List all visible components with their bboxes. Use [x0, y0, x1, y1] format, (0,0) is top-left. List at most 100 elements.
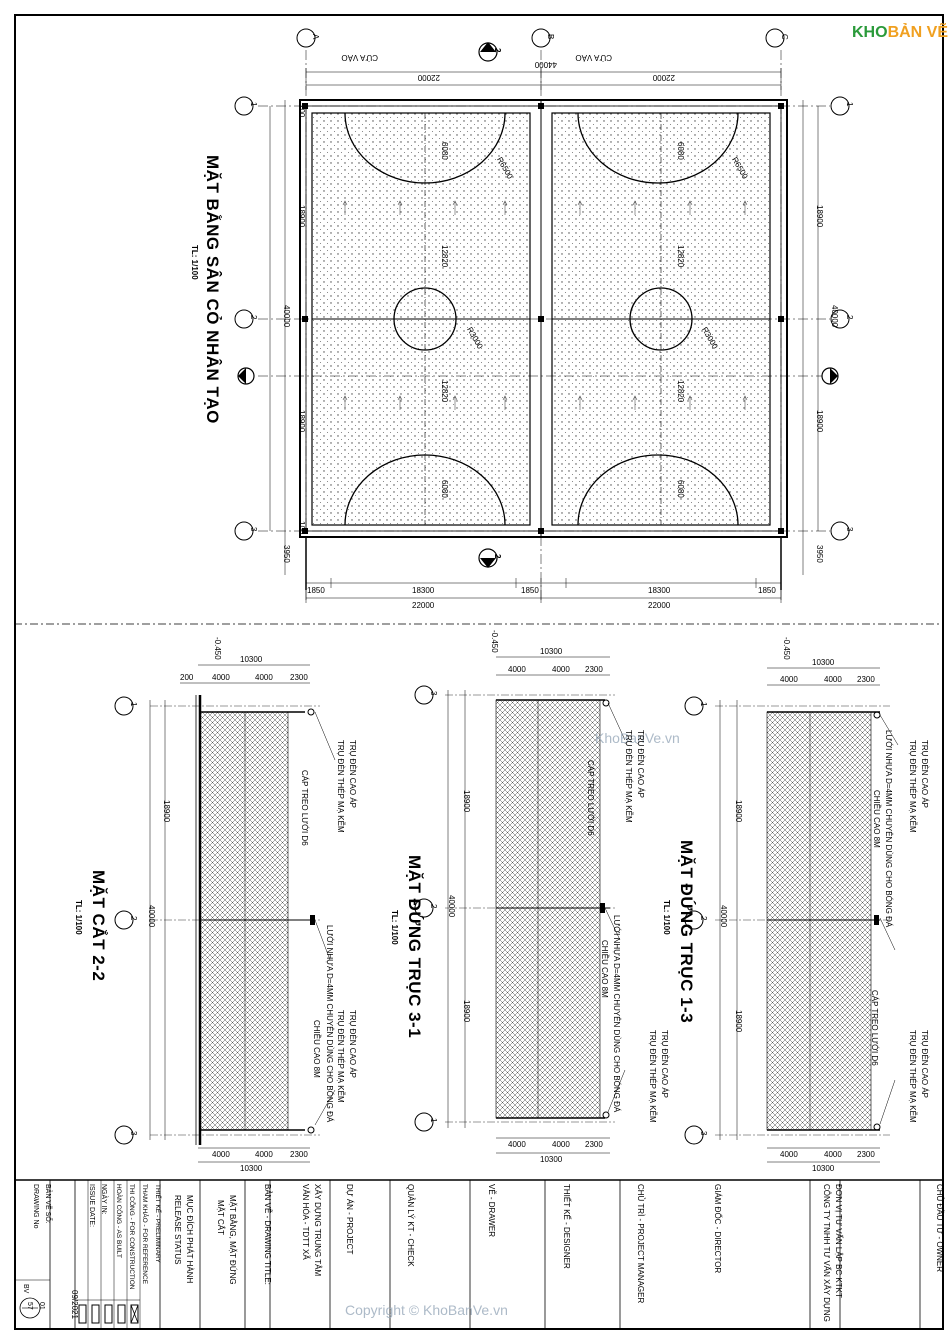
tb-designer: THIẾT KẾ - DESIGNER [562, 1184, 571, 1269]
field-dim-10: 6080 [440, 480, 449, 498]
dim-side-r6: 3950 [815, 545, 824, 563]
s31-note-net: LƯỚI NHỰA D=4MM CHUYÊN DÙNG CHO BÓNG ĐÁ [612, 915, 621, 1113]
dim-side-r4: 18900 [815, 410, 824, 433]
title-block-frame [14, 1179, 944, 1330]
axis-label-b: B [546, 34, 555, 40]
tb-status-2: RELEASE STATUS [173, 1195, 182, 1265]
watermark-mid: KhoBanVe.vn [595, 730, 680, 746]
s13-dim-7: 10300 [812, 1164, 835, 1173]
field-dim-5: 6080 [676, 142, 685, 160]
plan-scale: TL: 1/100 [190, 245, 199, 280]
s31-axis-2: 2 [429, 904, 438, 909]
section-markers [237, 42, 839, 568]
tb-status-ref: THAM KHẢO - FOR REFERENCE [141, 1184, 148, 1285]
logo-part-b: BẢN VẼ [887, 24, 949, 41]
tb-director: GIÁM ĐỐC - DIRECTOR [713, 1184, 722, 1274]
s22-axis-2: 2 [129, 916, 138, 921]
plan-title: MẶT BẰNG SÂN CỎ NHÂN TẠO [203, 155, 222, 424]
dim-bottom-6: 22000 [412, 601, 435, 610]
field-dim-6: 12820 [676, 245, 685, 268]
tb-dwg-label-2: DRAWING No [32, 1184, 39, 1229]
tb-drawing-title-label: BẢN VẼ - DRAWING TITLE: [263, 1184, 272, 1285]
tb-project-1: XÂY DỰNG TRUNG TÂM [313, 1184, 322, 1277]
dim-bottom-3: 1850 [521, 586, 539, 595]
section-mark-top: 2 [493, 48, 502, 53]
section-title-2-2: MẶT CẮT 2-2 [89, 870, 108, 982]
s22-note-steel-2: TRỤ ĐÈN THÉP MẠ KẼM [336, 1010, 345, 1103]
s31-dim-1: 4000 [508, 665, 526, 674]
s31-note-steel: TRỤ ĐÈN THÉP MẠ KẼM [624, 730, 633, 823]
section-axis-bubbles [114, 685, 704, 1145]
tb-pm: CHỦ TRÌ - PROJECT MANAGER [636, 1184, 645, 1304]
tb-dwg-label-1: BẢN VẼ SỐ: [44, 1184, 51, 1224]
section-scale-3-1: TL: 1/100 [390, 910, 399, 945]
dim-bottom-5: 1850 [758, 586, 776, 595]
s13-note-net: LƯỚI NHỰA D=4MM CHUYÊN DÙNG CHO BÓNG ĐÁ [884, 730, 893, 928]
entry-label-left: CỬA VÀO [341, 53, 378, 62]
dim-side-5: 100 [297, 521, 306, 535]
s22-note-height: CHIỀU CAO 8M [312, 1020, 321, 1078]
logo-part-a: KHO [852, 24, 888, 41]
watermark-bottom: Copyright © KhoBanVe.vn [345, 1302, 508, 1318]
tb-drawing-title-2: MẶT CẮT [216, 1200, 225, 1235]
tb-drawing-title-1: MẶT BẰNG, MẶT ĐỨNG [228, 1195, 237, 1285]
s22-note-cable: CÁP TREO LƯỚI D6 [300, 770, 309, 846]
tb-dwg-total: 57 [26, 1302, 33, 1310]
tb-status-asbuilt: HOÀN CÔNG - AS BUILT [115, 1184, 122, 1258]
dim-bottom-2: 18300 [412, 586, 435, 595]
dim-side-r2: 18900 [815, 205, 824, 228]
s13-note-steel-2: TRỤ ĐÈN THÉP MẠ KẼM [908, 1030, 917, 1123]
s22-axis-1: 1 [129, 702, 138, 707]
s22-dim-2: 4000 [212, 673, 230, 682]
dim-bottom-4: 18300 [648, 586, 671, 595]
section-title-1-3: MẶT ĐỨNG TRỤC 1-3 [677, 840, 696, 1024]
tb-owner: CHỦ ĐẦU TƯ - OWNER [935, 1184, 944, 1273]
s22-note-steel: TRỤ ĐÈN THÉP MẠ KẼM [336, 740, 345, 833]
s13-level: -0.450 [782, 637, 791, 660]
s31-note-lamp-2: TRỤ ĐÈN CAO ÁP [660, 1030, 669, 1099]
elevation-3-1 [445, 656, 626, 1154]
s22-dim-v2: 40000 [147, 905, 156, 928]
dim-side-4: 18900 [297, 410, 306, 433]
plan-view [258, 50, 830, 603]
s22-dim-v1: 18900 [162, 800, 171, 823]
tb-project-label: DỰ ÁN - PROJECT [345, 1184, 354, 1255]
s22-axis-3: 3 [129, 1131, 138, 1136]
s31-dim-7: 10300 [540, 1155, 563, 1164]
s22-dim-8: 10300 [240, 1164, 263, 1173]
s31-dim-2: 4000 [552, 665, 570, 674]
s13-dim-4: 4000 [780, 1150, 798, 1159]
tb-issue-label-1: NGÀY IN: [100, 1184, 107, 1215]
s22-dim-3: 4000 [255, 673, 273, 682]
field-dim-11: 12820 [676, 380, 685, 403]
s31-note-cable: CÁP TREO LƯỚI D6 [586, 760, 595, 836]
s31-dim-4: 4000 [508, 1140, 526, 1149]
section-scale-2-2: TL: 1/100 [74, 900, 83, 935]
s13-dim-v2: 40000 [719, 905, 728, 928]
axis-label-3: 3 [249, 527, 258, 532]
tb-status-constr: THI CÔNG - FOR CONSTRUCTION [128, 1184, 135, 1290]
logo: KHOBẢN VẼ [852, 24, 948, 42]
tb-consultant-2: CÔNG TY TNHH TƯ VẤN XÂY DỰNG [822, 1184, 831, 1322]
s31-dim-5: 4000 [552, 1140, 570, 1149]
s31-dim-v1: 18900 [462, 790, 471, 813]
plan-axis-bubbles [234, 28, 850, 541]
tb-issue-label-2: ISSUE DATE: [88, 1184, 95, 1228]
s13-note-cable: CÁP TREO LƯỚI D6 [870, 990, 879, 1066]
axis-label-1-right: 1 [845, 102, 854, 107]
s22-note-lamp: TRỤ ĐÈN CAO ÁP [348, 740, 357, 809]
tb-dwg-prefix: BV [22, 1284, 29, 1294]
dim-bottom-1: 1850 [307, 586, 325, 595]
s22-note-lamp-2: TRỤ ĐÈN CAO ÁP [348, 1010, 357, 1079]
s31-dim-v2: 40000 [447, 895, 456, 918]
axis-label-a: A [311, 34, 320, 40]
s13-dim-5: 4000 [824, 1150, 842, 1159]
dim-side-2: 18900 [297, 205, 306, 228]
s31-dim-3: 2300 [585, 665, 603, 674]
tb-issue-date: 09/2021 [70, 1290, 79, 1319]
s13-dim-2: 4000 [824, 675, 842, 684]
s22-dim-total: 10300 [240, 655, 263, 664]
section-2-2 [149, 664, 336, 1163]
s22-dim-7: 2300 [290, 1150, 308, 1159]
dim-side-1: 100 [297, 104, 306, 118]
